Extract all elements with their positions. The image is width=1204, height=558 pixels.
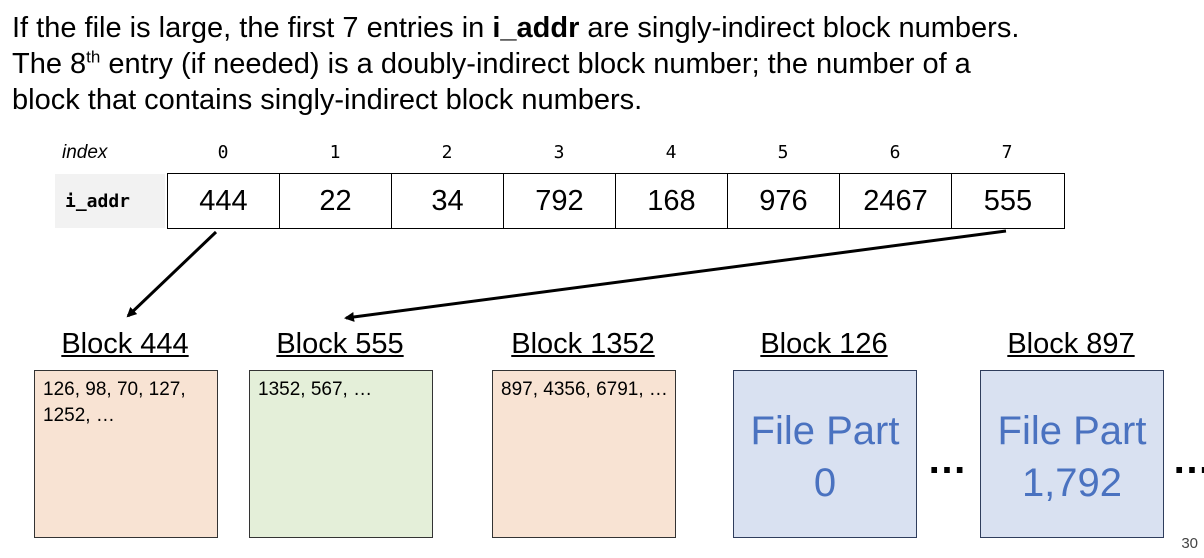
i-addr-cell-6: 2467 [840,174,952,228]
intro-line-2-sup: th [86,47,101,67]
intro-text: If the file is large, the first 7 entrie… [12,10,1192,118]
arrow-555-to-block-555 [344,229,1007,322]
block-126-file-part: File Part 0 [734,405,916,509]
block-444-title: Block 444 [61,328,189,360]
index-3: 3 [553,142,565,163]
intro-line-2-pre: The 8 [12,48,87,80]
block-1352: 897, 4356, 6791, … [492,370,676,538]
block-897-part-number: 1,792 [1021,461,1123,505]
intro-line-1-post: are singly-indirect block numbers. [579,12,1020,44]
index-label: index [62,142,108,163]
block-126-part-label: File Part [750,409,900,453]
index-6: 6 [889,142,901,163]
ellipsis-2: … [1172,440,1204,480]
block-897-part-label: File Part [997,409,1147,453]
arrow-444-to-block-444 [126,230,218,318]
i-addr-table: 444 22 34 792 168 976 2467 555 [167,173,1065,229]
intro-line-1: If the file is large, the first 7 entrie… [12,10,1192,46]
intro-line-1-bold: i_addr [492,12,580,44]
i-addr-cell-7: 555 [983,184,1033,217]
block-555-title: Block 555 [276,328,404,360]
block-444-content: 126, 98, 70, 127, 1252, … [43,379,186,426]
block-1352-content: 897, 4356, 6791, … [501,379,668,400]
intro-line-2-post: entry (if needed) is a doubly-indirect b… [100,48,971,80]
block-444: 126, 98, 70, 127, 1252, … [34,370,218,538]
i-addr-cell-5: 976 [728,174,840,228]
i-addr-cell-1: 22 [280,174,392,228]
block-555-content: 1352, 567, … [258,379,373,400]
index-4: 4 [665,142,677,163]
i-addr-row-label: i_addr [55,174,165,228]
intro-line-1-pre: If the file is large, the first 7 entrie… [12,12,493,44]
index-0: 0 [217,142,229,163]
block-126: File Part 0 [733,370,917,538]
page-number: 30 [1181,535,1198,552]
i-addr-cell-0: 444 [168,174,280,228]
index-1: 1 [329,142,341,163]
index-5: 5 [777,142,789,163]
block-555: 1352, 567, … [249,370,433,538]
block-126-part-number: 0 [813,461,837,505]
i-addr-cell-3: 792 [504,174,616,228]
block-126-title: Block 126 [760,328,888,360]
block-897-file-part: File Part 1,792 [981,405,1163,509]
i-addr-cell-2: 34 [392,174,504,228]
i-addr-cell-4: 168 [616,174,728,228]
intro-line-2: The 8th entry (if needed) is a doubly-in… [12,46,1192,82]
block-897: File Part 1,792 [980,370,1164,538]
index-7: 7 [1001,142,1013,163]
ellipsis-1: … [927,438,967,482]
block-897-title: Block 897 [1007,328,1135,360]
intro-line-3: block that contains singly-indirect bloc… [12,84,643,116]
block-1352-title: Block 1352 [511,328,655,360]
index-2: 2 [441,142,453,163]
